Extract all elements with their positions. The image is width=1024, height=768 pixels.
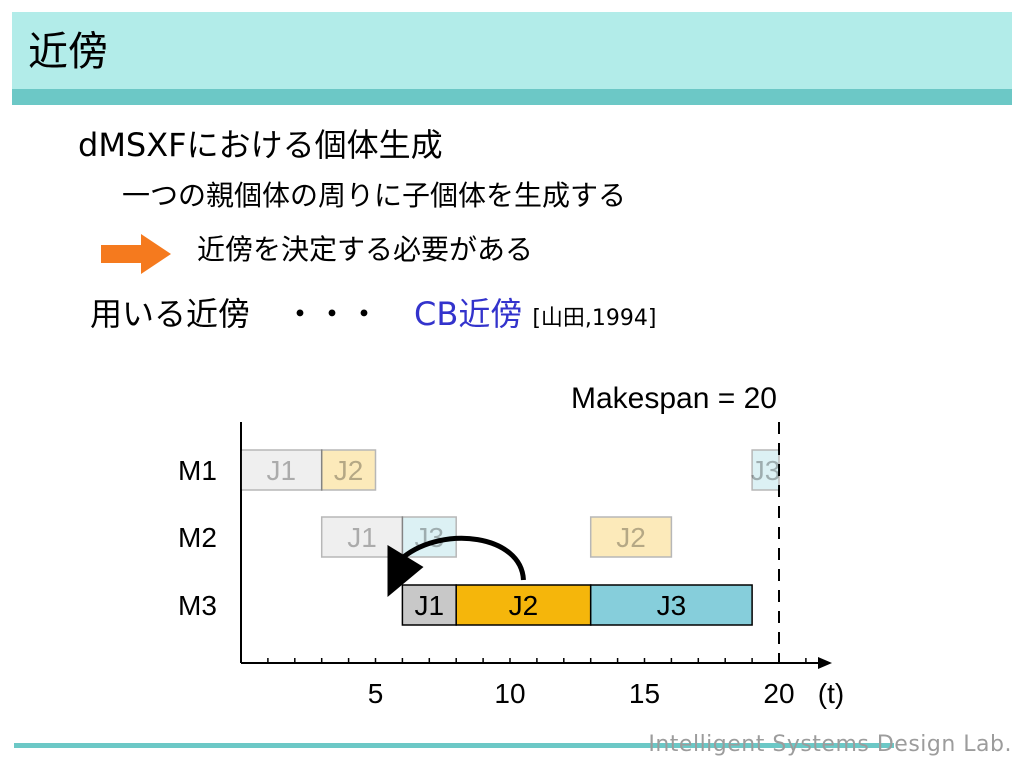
task-label-m1-j1: J1 <box>267 455 297 486</box>
footer-rule <box>14 743 894 748</box>
task-label-m3-j2: J2 <box>509 590 539 621</box>
task-bar-m3-j3 <box>589 584 753 626</box>
task-label-m1-j2: J2 <box>334 455 364 486</box>
task-bar-m3-j1 <box>401 584 457 626</box>
sub-point-neighborhood: 近傍を決定する必要がある <box>197 233 534 266</box>
sub-point-generate: 一つの親個体の周りに子個体を生成する <box>122 179 627 212</box>
makespan-label: Makespan = 20 <box>571 382 777 415</box>
ellipsis-dots: ・・・ <box>284 295 381 333</box>
machine-label-m3: M3 <box>178 590 217 621</box>
neighborhood-label: 用いる近傍 <box>90 295 251 333</box>
title-bar <box>12 12 1012 89</box>
neighborhood-line: 用いる近傍・・・ CB近傍 [山田,1994] <box>90 292 657 341</box>
task-label-m1-j3: J3 <box>751 455 781 486</box>
neighborhood-name: CB近傍 <box>414 295 523 333</box>
task-label-m2-j1: J1 <box>347 522 377 553</box>
task-bar-m2-j2 <box>589 516 673 558</box>
task-bar-m1-j3 <box>751 449 780 491</box>
x-axis-arrowhead <box>818 657 832 669</box>
heading: dMSXFにおける個体生成 <box>78 126 443 164</box>
slide-title: 近傍 <box>28 29 108 75</box>
x-tick-label: 20 <box>763 678 794 709</box>
x-tick-label: 10 <box>494 678 525 709</box>
orange-arrow-icon <box>101 234 171 274</box>
task-bar-m1-j2 <box>320 449 377 491</box>
move-arrow-head-icon <box>387 545 424 597</box>
x-tick-label: 5 <box>368 678 384 709</box>
task-label-m3-j3: J3 <box>657 590 687 621</box>
task-bar-m1-j1 <box>240 449 323 491</box>
x-tick-label: 15 <box>629 678 660 709</box>
x-axis-unit: (t) <box>818 678 844 709</box>
task-bar-m3-j2 <box>455 584 592 626</box>
machine-label-m2: M2 <box>178 522 217 553</box>
machine-label-m1: M1 <box>178 455 217 486</box>
task-label-m3-j1: J1 <box>415 590 445 621</box>
task-label-m2-j2: J2 <box>616 522 646 553</box>
move-arrow-curve <box>401 535 526 581</box>
citation: [山田,1994] <box>532 306 657 331</box>
title-bar-rule <box>12 89 1012 105</box>
footer-lab-name: Intelligent Systems Design Lab. <box>648 732 1012 757</box>
